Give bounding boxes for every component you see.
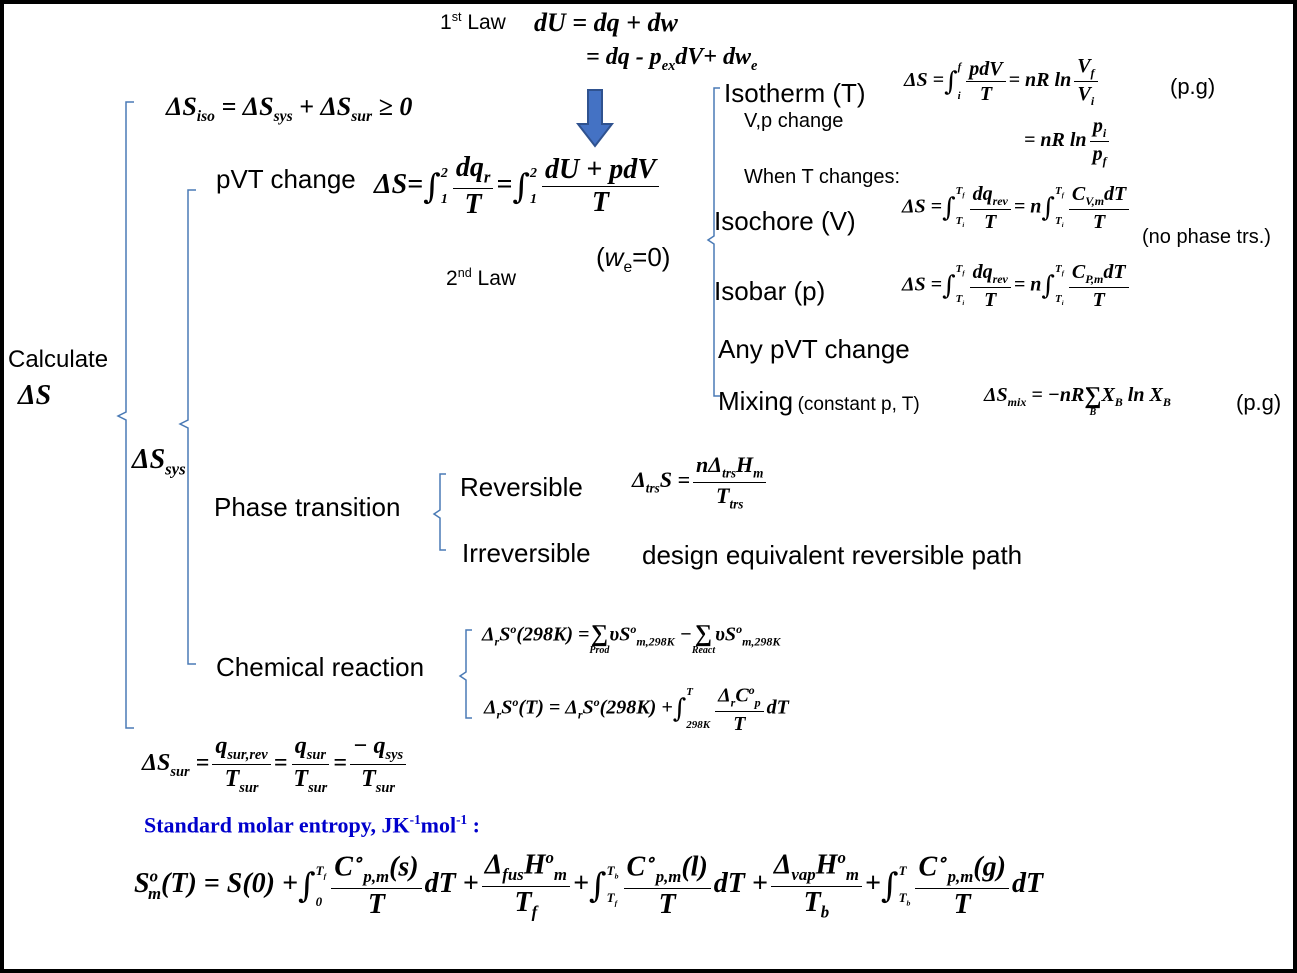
reversible-label: Reversible [460,472,583,502]
second-law-label: 2nd Law [446,266,517,290]
std-molar-entropy-label: Standard molar entropy, JK-1mol-1 : [144,812,480,838]
bracket-lines [116,87,720,729]
pg-label-1: (p.g) [1170,74,1216,99]
no-phase-trs-label: (no phase trs.) [1142,226,1271,248]
design-path-label: design equivalent reversible path [642,540,1023,570]
mixing-condition: (constant p, T) [797,394,920,415]
mixing-label: Mixing [718,386,794,416]
isotherm-label: Isotherm (T) [724,78,866,108]
phase-transition-label: Phase transition [214,492,401,522]
mixing-label-group: Mixing (constant p, T) [718,386,920,417]
down-arrow-icon [576,89,615,148]
we-zero-label: (we=0) [596,242,671,277]
first-law-eq2: = dq - pexdV+ dwe [586,44,758,74]
any-pvt-label: Any pVT change [718,334,910,364]
irreversible-label: Irreversible [462,538,591,568]
vp-change-label: V,p change [744,110,844,132]
delta-s-sys-symbol: ΔSsys [132,444,186,479]
first-law-label: 1st Law [440,10,506,34]
bracket-chem [458,629,472,719]
bracket-pvt [706,87,720,397]
isochore-label: Isochore (V) [714,206,856,236]
when-t-changes-label: When T changes: [744,166,901,188]
isobar-label: Isobar (p) [714,276,826,306]
delta-s-iso-eq: ΔSiso = ΔSsys + ΔSsur ≥ 0 [166,92,413,126]
calculate-label: Calculate [8,346,109,373]
chemical-reaction-label: Chemical reaction [216,652,425,682]
pvt-change-label: pVT change [216,164,356,194]
delta-s-symbol: ΔS [18,380,52,411]
bracket-sys [178,189,196,665]
first-law-eq: dU = dq + dw [534,8,678,37]
pg-label-2: (p.g) [1236,390,1282,415]
bracket-main [116,101,134,729]
bracket-phase [432,473,446,551]
